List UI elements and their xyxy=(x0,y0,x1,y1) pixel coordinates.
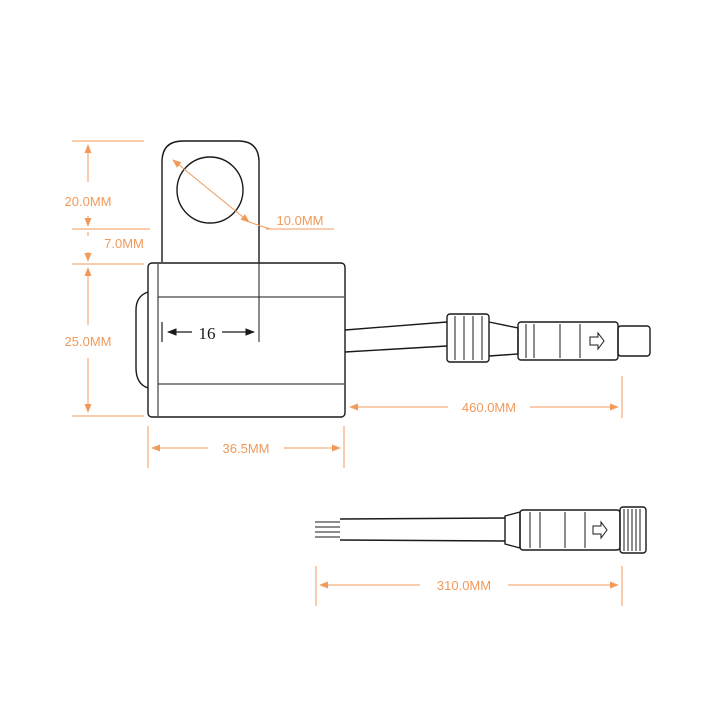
connector-boot xyxy=(504,511,521,549)
label-mount-height: 20.0MM xyxy=(65,194,112,209)
label-inner-width: 16 xyxy=(199,324,216,343)
label-cable-length: 460.0MM xyxy=(462,400,516,415)
connector-tip xyxy=(617,325,651,357)
switch-body xyxy=(147,262,346,418)
dim-hole-diameter xyxy=(172,159,250,223)
extension-cable xyxy=(339,517,506,542)
label-extension-length: 310.0MM xyxy=(437,578,491,593)
connector-taper xyxy=(488,321,519,357)
dim-inner-width xyxy=(161,322,255,342)
label-hole-diameter: 10.0MM xyxy=(277,213,324,228)
switch-assembly xyxy=(135,140,346,418)
threaded-end xyxy=(619,506,647,554)
arrow-mark-icon xyxy=(592,520,608,540)
connector-nut xyxy=(446,313,490,363)
label-body-length: 36.5MM xyxy=(223,441,270,456)
dimension-lines xyxy=(72,140,623,606)
extension-cable-assembly xyxy=(315,506,647,554)
label-tab-offset: 7.0MM xyxy=(104,236,144,251)
mounting-tab xyxy=(161,140,260,262)
button-cap xyxy=(135,291,149,389)
arrow-mark-icon xyxy=(589,331,605,351)
connector-body xyxy=(517,321,619,361)
cable xyxy=(344,321,448,353)
label-body-height: 25.0MM xyxy=(65,334,112,349)
dim-hole-leader xyxy=(248,221,271,230)
female-connector-body xyxy=(519,509,621,551)
cable-assembly xyxy=(344,313,651,363)
